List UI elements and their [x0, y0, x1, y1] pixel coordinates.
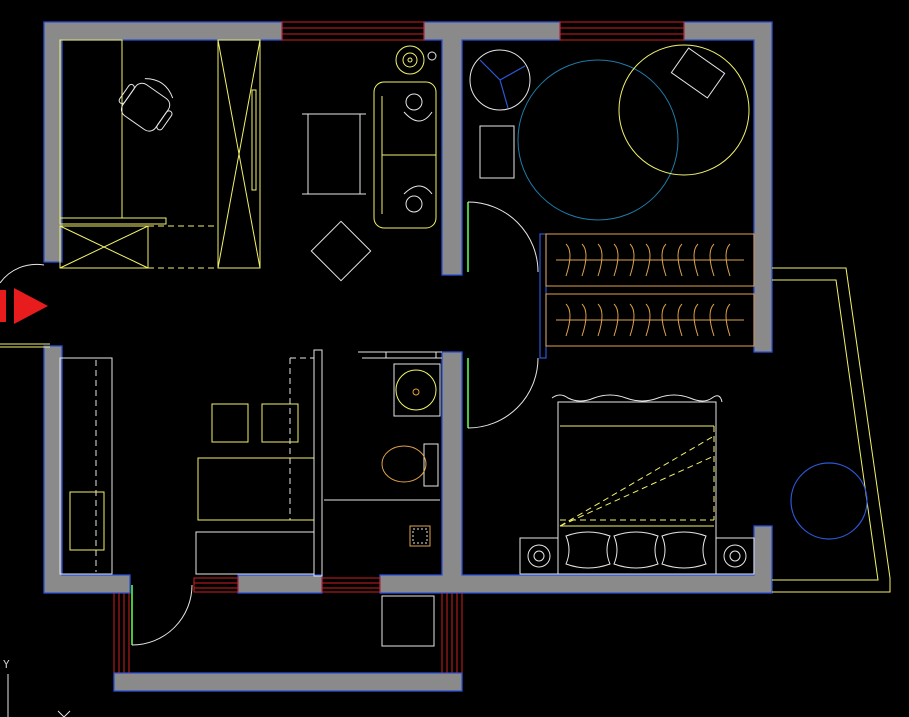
desk-ledge — [59, 217, 167, 225]
bathroom — [324, 351, 442, 547]
sideboard — [195, 531, 315, 575]
wall-left-lower — [43, 345, 131, 594]
toilet — [381, 443, 439, 487]
wash-basin — [393, 363, 441, 417]
coffee-table — [302, 113, 366, 195]
window-bottom-b — [321, 577, 381, 593]
sofa-cushion-bottom — [403, 185, 433, 213]
partition — [313, 349, 323, 577]
red-arrow-icon — [0, 288, 48, 324]
nightstand-left — [519, 537, 559, 575]
wall-top-right — [683, 21, 773, 353]
window-top-left — [281, 21, 425, 41]
wardrobe-upper — [545, 233, 755, 287]
wardrobes — [545, 233, 755, 347]
floor-lamp — [395, 45, 437, 75]
dining-chair-1 — [211, 403, 249, 443]
hangers — [565, 243, 731, 337]
sofa — [373, 81, 437, 229]
walls — [43, 21, 773, 692]
entry-dining — [59, 349, 323, 577]
bedroom-2 — [519, 394, 755, 575]
bed-pillows — [565, 531, 707, 569]
dining-table — [197, 457, 315, 521]
floor-drain — [409, 525, 431, 547]
window-top-right — [559, 21, 685, 41]
sliding-door-track — [539, 233, 547, 359]
balcony-cabinet — [381, 595, 435, 647]
bedroom2-door — [467, 357, 539, 429]
study-room — [59, 39, 261, 269]
bedroom1-door — [467, 201, 539, 273]
nightstand — [479, 125, 515, 179]
storage-cabinet — [59, 225, 149, 269]
office-chair — [118, 78, 174, 132]
ucs-y-label: Y — [3, 658, 10, 671]
window-bottom-a — [193, 577, 239, 593]
doors — [0, 201, 547, 646]
windows — [113, 21, 685, 673]
living-area — [302, 45, 437, 282]
dining-chair-2 — [261, 403, 299, 443]
round-rug — [517, 59, 679, 221]
wall-balcony-bottom — [113, 672, 463, 692]
bay-window — [772, 267, 891, 593]
balcony-door — [131, 584, 193, 646]
bedroom-1 — [469, 44, 750, 221]
wardrobe-lower — [545, 293, 755, 347]
console-unit — [69, 491, 105, 551]
entry-door — [0, 263, 50, 348]
bookshelf — [217, 39, 261, 269]
desk — [59, 39, 123, 219]
window-balcony-left — [113, 593, 130, 673]
wall-bottom-a — [237, 574, 323, 594]
ucs-axis-icon: Y — [3, 658, 71, 717]
sofa-cushion-top — [403, 93, 433, 122]
wall-bottom-b — [379, 351, 773, 594]
double-bed — [551, 394, 723, 575]
shoe-cabinet — [59, 357, 113, 575]
side-table — [310, 220, 372, 282]
corner-stool — [469, 49, 531, 111]
window-balcony-right — [441, 593, 463, 673]
round-side-table — [790, 462, 868, 540]
nightstand-right — [715, 537, 755, 575]
pillow-1 — [670, 47, 726, 99]
round-bed — [618, 44, 750, 176]
